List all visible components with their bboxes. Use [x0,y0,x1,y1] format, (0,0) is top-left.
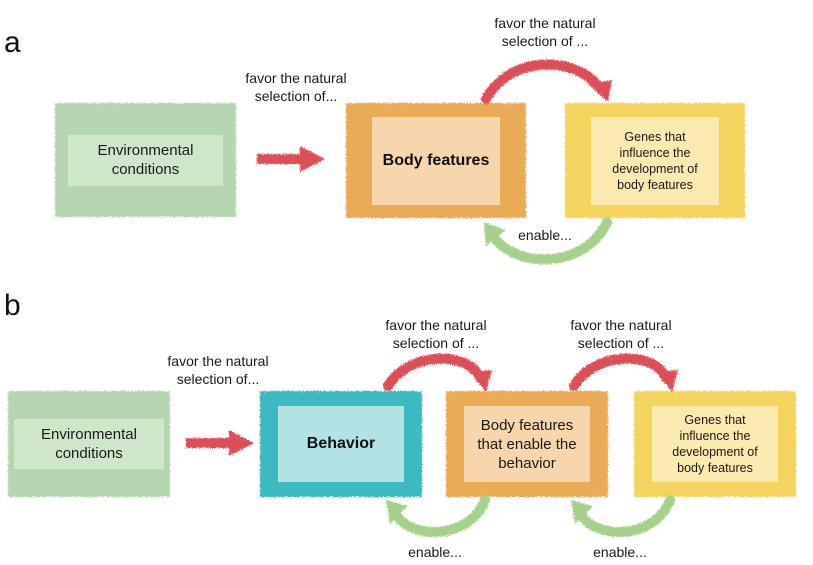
box-b-body-features: Body features that enable the behavior [446,391,608,497]
panel-b-label: b [4,289,21,322]
arrow-b-body-to-behavior [386,495,490,537]
arrow-b-behavior-to-body [383,353,492,392]
box-text: Environmental [97,142,194,159]
caption-line: favor the natural [245,70,347,86]
box-text: Body features [480,416,574,434]
box-text: Environmental [41,426,137,443]
arrow-a-env-to-body [257,146,325,172]
box-text: influence the [619,145,691,160]
box-inner: Genes that influence the development of … [652,406,778,482]
box-inner: Body features [372,116,500,205]
box-a-genes: Genes that influence the development of … [565,103,745,218]
box-text: development of [672,445,758,459]
caption-b-body-to-behavior: enable... [408,544,462,560]
box-inner: Genes that influence the development of … [591,116,719,205]
box-text: development of [612,161,698,176]
caption-line: selection of ... [501,33,589,49]
caption-b-body-to-genes: favor the natural selection of ... [561,316,681,352]
box-inner: Body features that enable the behavior [464,406,590,482]
arrow-b-genes-to-body [571,495,675,537]
box-text: conditions [55,445,123,462]
caption-b-behavior-to-body: favor the natural selection of ... [376,316,496,352]
caption-line: favor the natural [385,317,487,333]
caption-line: favor the natural [167,353,269,369]
caption-line: selection of ... [392,335,480,351]
caption-b-genes-to-body: enable... [593,544,647,560]
box-text: Genes that [684,413,746,427]
arrow-a-body-to-genes [481,59,612,104]
box-text: Behavior [306,435,376,452]
caption-line: favor the natural [570,317,672,333]
caption-line: favor the natural [494,15,596,31]
box-a-body-features: Body features [346,103,526,218]
box-inner: Behavior [278,406,404,482]
caption-a-body-to-genes: favor the natural selection of ... [485,14,605,50]
caption-line: selection of... [176,371,260,387]
box-inner: Environmental conditions [68,134,223,186]
box-text: body features [617,177,693,192]
box-text: that enable the [477,435,577,453]
box-inner: Environmental conditions [14,419,164,469]
arrow-b-body-to-genes [569,353,678,392]
box-b-environmental-conditions: Environmental conditions [8,391,170,497]
box-b-behavior: Behavior [260,391,422,497]
box-text: body features [677,461,753,475]
box-text: influence the [679,429,751,443]
caption-a-genes-to-body: enable... [518,227,572,243]
box-text: Genes that [624,129,686,144]
box-b-genes: Genes that influence the development of … [634,391,796,497]
arrow-b-env-to-behavior [186,430,254,456]
caption-line: selection of... [254,88,338,104]
box-a-environmental-conditions: Environmental conditions [55,103,236,217]
box-text: conditions [111,161,180,178]
box-text: behavior [498,454,556,472]
box-text: Body features [382,151,490,169]
panel-a-label: a [4,26,21,59]
caption-a-env-to-body: favor the natural selection of... [236,69,356,105]
caption-b-env-to-behavior: favor the natural selection of... [158,352,278,388]
caption-line: selection of ... [577,335,665,351]
